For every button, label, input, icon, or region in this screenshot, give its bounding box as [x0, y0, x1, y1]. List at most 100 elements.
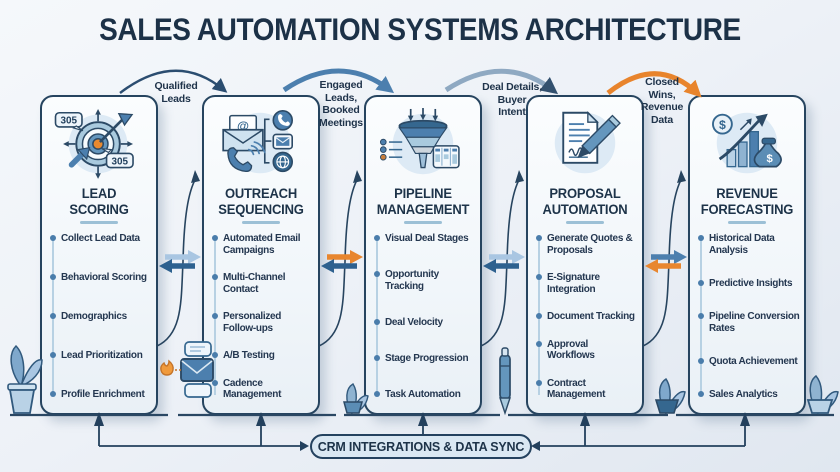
feature-item: Stage Progression	[374, 353, 476, 365]
feature-item-label: Multi-Channel Contact	[223, 272, 286, 295]
feature-item-label: Deal Velocity	[385, 317, 443, 329]
funnel-icon	[366, 97, 480, 184]
bullet-dot	[374, 271, 380, 278]
feature-item-label: Cadence Management	[223, 377, 282, 401]
stage-card-revenue-forecasting: $ $ REVENUE FORECASTING Historical Data …	[688, 95, 806, 415]
feature-item-label: Quota Achievement	[709, 356, 798, 368]
multichannel-contact-icon: @	[204, 97, 318, 184]
stage-title: PROPOSAL AUTOMATION	[542, 184, 628, 217]
title-divider	[242, 221, 280, 225]
feature-item: Predictive Insights	[698, 278, 800, 290]
stage-card-pipeline-management: PIPELINE MANAGEMENT Visual Deal Stages O…	[364, 95, 482, 415]
bullet-dot	[698, 279, 704, 286]
score-badge: 305	[54, 111, 84, 132]
plant-decoration	[7, 344, 43, 414]
bullet-dot	[374, 391, 380, 398]
kanban-board-icon	[432, 145, 460, 169]
flow-label-engaged-leads: Engaged Leads, Booked Meetings	[319, 79, 363, 129]
feature-item: Collect Lead Data	[50, 233, 152, 245]
stage-title: OUTREACH SEQUENCING	[218, 184, 304, 217]
feature-item: Profile Enrichment	[50, 389, 152, 401]
feature-item-label: Visual Deal Stages	[385, 233, 469, 245]
flow-label-qualified-leads: Qualified Leads	[154, 80, 198, 105]
feature-item: Multi-Channel Contact	[212, 272, 314, 295]
bullet-dot	[698, 235, 704, 242]
feature-list: Automated Email Campaigns Multi-Channel …	[204, 224, 318, 413]
feature-item: Document Tracking	[536, 311, 638, 323]
feature-item: Approval Workflows	[536, 339, 638, 362]
pen-icon	[499, 347, 511, 416]
feature-list: Visual Deal Stages Opportunity Tracking …	[366, 224, 480, 413]
feature-item-label: Pipeline Conversion Rates	[709, 311, 800, 334]
feature-item-label: Historical Data Analysis	[709, 233, 775, 256]
bullet-dot	[536, 340, 542, 347]
feature-item-label: Automated Email Campaigns	[223, 233, 301, 256]
feature-item: Pipeline Conversion Rates	[698, 311, 800, 334]
feature-item-label: Demographics	[61, 311, 127, 323]
feature-item-label: Document Tracking	[547, 311, 635, 323]
stage-title: LEAD SCORING	[69, 184, 129, 217]
stage-title: PIPELINE MANAGEMENT	[376, 184, 470, 217]
bullet-dot	[50, 313, 56, 320]
svg-text:$: $	[767, 153, 774, 165]
bullet-dot	[374, 319, 380, 326]
feature-item-label: Contract Management	[547, 377, 606, 401]
feature-item: Demographics	[50, 311, 152, 323]
feature-item-label: Collect Lead Data	[61, 233, 140, 245]
title-divider	[404, 221, 442, 225]
feature-item: Historical Data Analysis	[698, 233, 800, 256]
feature-item: Behavioral Scoring	[50, 272, 152, 284]
bullet-dot	[50, 352, 56, 359]
feature-item: Personalized Follow-ups	[212, 311, 314, 334]
bullet-dot	[50, 391, 56, 398]
flame-icon	[160, 359, 174, 376]
feature-item-label: Profile Enrichment	[61, 389, 145, 401]
growth-chart-money-icon: $ $	[690, 97, 804, 184]
feature-item: Deal Velocity	[374, 317, 476, 329]
page-title: SALES AUTOMATION SYSTEMS ARCHITECTURE	[99, 12, 741, 47]
flow-label-closed-wins: Closed Wins, Revenue Data	[640, 76, 684, 126]
feature-item: Sales Analytics	[698, 389, 800, 401]
feature-item: Lead Prioritization	[50, 350, 152, 362]
feature-item: A/B Testing	[212, 350, 314, 362]
bullet-dot	[50, 235, 56, 242]
feature-item: Visual Deal Stages	[374, 233, 476, 245]
svg-text:$: $	[719, 118, 726, 132]
feature-item-label: A/B Testing	[223, 350, 275, 362]
title-divider	[566, 221, 604, 225]
feature-item-label: Task Automation	[385, 389, 461, 401]
bullet-dot	[212, 235, 218, 242]
feature-item: Generate Quotes & Proposals	[536, 233, 638, 256]
bullet-dot	[212, 313, 218, 320]
feature-item: Cadence Management	[212, 378, 314, 401]
bullet-dot	[374, 235, 380, 242]
feature-item: Opportunity Tracking	[374, 269, 476, 292]
bullet-dot	[536, 235, 542, 242]
feature-item-label: Opportunity Tracking	[385, 269, 439, 292]
feature-list: Historical Data Analysis Predictive Insi…	[690, 224, 804, 413]
bullet-dot	[698, 391, 704, 398]
feature-item-label: Sales Analytics	[709, 389, 778, 401]
bullet-dot	[536, 379, 542, 386]
stage-card-proposal-automation: PROPOSAL AUTOMATION Generate Quotes & Pr…	[526, 95, 644, 415]
bullet-connector-line	[376, 240, 378, 395]
feature-list: Generate Quotes & Proposals E-Signature …	[528, 224, 642, 413]
bullet-dot	[536, 274, 542, 281]
svg-text:305: 305	[60, 116, 77, 127]
feature-item-label: Predictive Insights	[709, 277, 793, 289]
bullet-dot	[698, 313, 704, 320]
bullet-dot	[212, 379, 218, 386]
bullet-dot	[50, 274, 56, 281]
bullet-dot	[212, 274, 218, 281]
checklist-icon	[379, 138, 403, 161]
bullet-dot	[212, 352, 218, 359]
feature-item-label: Lead Prioritization	[61, 350, 143, 362]
plant-decoration	[806, 374, 839, 415]
score-badge: 305	[101, 148, 134, 169]
crm-integration-bar: CRM INTEGRATIONS & DATA SYNC	[310, 434, 532, 459]
stage-card-lead-scoring: 305 305 LEAD SCORING Collect Lead Data B…	[40, 95, 158, 415]
bullet-dot	[374, 355, 380, 362]
stage-card-outreach-sequencing: @ OUTREACH SEQUENCING Automated Ema	[202, 95, 320, 415]
title-divider	[728, 221, 766, 225]
